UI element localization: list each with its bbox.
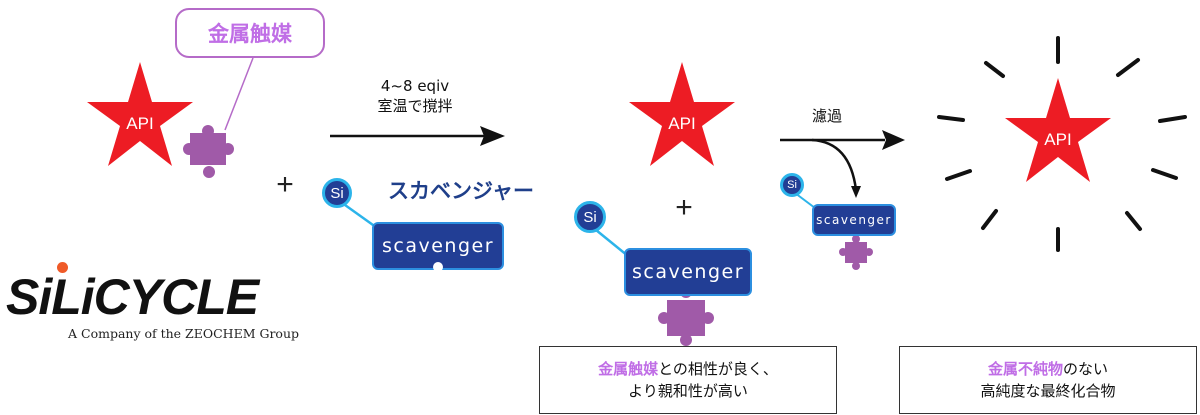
sparkle-rays-icon — [937, 36, 1187, 252]
note-text: との相性が良く、 — [658, 360, 778, 378]
api-label-product: API — [1044, 130, 1072, 149]
note-text: のない — [1063, 360, 1109, 378]
reaction-stirring: 室温で撹拌 — [377, 97, 453, 115]
note-text: 高純度な最終化合物 — [980, 382, 1116, 400]
callout-label: 金属触媒 — [208, 22, 292, 46]
reaction-arrow-head-icon — [480, 126, 505, 146]
si-bead: Si — [322, 178, 352, 208]
silicycle-logo: SiLiCYCLE — [6, 269, 259, 325]
metal-catalyst-callout: 金属触媒 — [175, 8, 325, 58]
filtration-label: 濾過 — [812, 107, 843, 125]
scavenger-label: scavenger — [816, 213, 892, 227]
logo-dot-icon — [57, 262, 68, 273]
scavenger-japanese-label: スカベンジャー — [388, 179, 534, 203]
scavenger-label: scavenger — [381, 234, 495, 257]
logo-tagline: A Company of the ZEOCHEM Group — [68, 326, 300, 341]
si-linker — [794, 192, 816, 209]
scavenger-box-bound: scavenger — [624, 248, 752, 296]
si-bead: Si — [574, 201, 606, 233]
scavenger-label: scavenger — [631, 260, 745, 283]
note-text: より親和性が高い — [628, 382, 748, 400]
api-star-intermediate — [629, 62, 735, 166]
scavenger-socket — [433, 262, 443, 272]
note-highlight: 金属触媒 — [598, 360, 659, 378]
reaction-equivalents: 4~8 eqiv — [380, 77, 450, 95]
si-label: Si — [330, 184, 344, 202]
filtration-branch-arrow — [811, 138, 858, 191]
si-label: Si — [583, 208, 597, 226]
callout-pointer — [224, 57, 254, 131]
metal-catalyst-puzzle-bound-icon — [658, 286, 714, 346]
api-star-product — [1005, 78, 1111, 182]
reaction-conditions: 4~8 eqiv 室温で撹拌 — [330, 76, 500, 116]
api-label-reactant: API — [126, 114, 154, 133]
api-star-reactant — [87, 62, 193, 166]
note-affinity: 金属触媒との相性が良く、 より親和性が高い — [539, 346, 837, 414]
filtration-branch-head-icon — [851, 186, 861, 198]
plus-sign: + — [276, 168, 294, 201]
scavenger-box-filtered: scavenger — [812, 204, 896, 236]
si-bead: Si — [780, 173, 804, 197]
plus-sign: + — [675, 191, 693, 224]
note-purity: 金属不純物のない 高純度な最終化合物 — [899, 346, 1197, 414]
api-label-intermediate: API — [668, 114, 696, 133]
si-linker — [595, 229, 629, 257]
filtration-arrow-head-icon — [882, 130, 905, 150]
si-label: Si — [787, 178, 797, 191]
metal-catalyst-puzzle-icon — [183, 125, 234, 178]
metal-catalyst-puzzle-filtered-icon — [839, 235, 873, 270]
note-highlight: 金属不純物 — [987, 360, 1063, 378]
